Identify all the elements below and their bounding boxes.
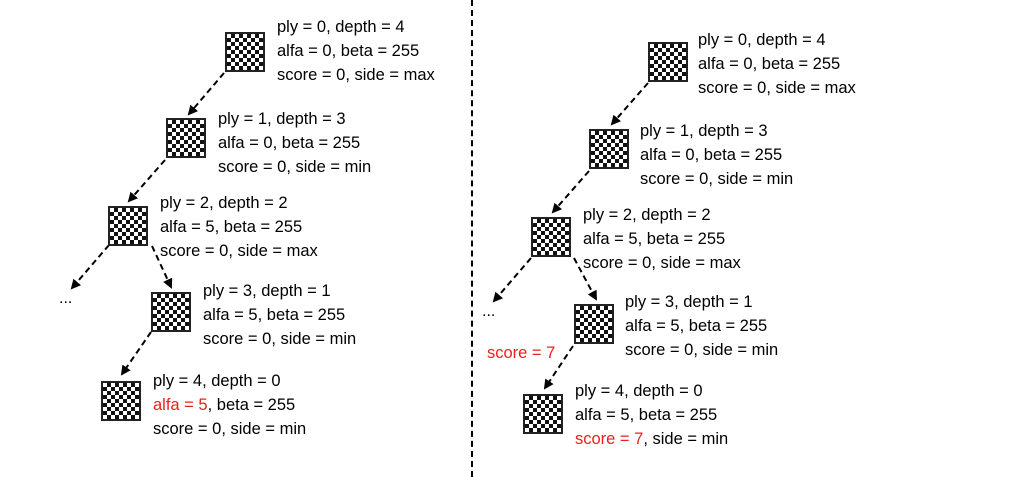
chessboard-icon <box>531 217 571 257</box>
chessboard-icon <box>101 381 141 421</box>
left-node-3-label: ply = 3, depth = 1 alfa = 5, beta = 255 … <box>203 279 356 351</box>
alfa-text: alfa = 5 <box>203 306 258 324</box>
chessboard-icon <box>589 129 629 169</box>
left-node-4-label: ply = 4, depth = 0 alfa = 5, beta = 255 … <box>153 369 306 441</box>
side-text: , side = min <box>286 158 372 176</box>
beta-text: , beta = 255 <box>257 306 346 324</box>
score-text: score = 0 <box>583 254 652 272</box>
side-text: , side = max <box>345 66 435 84</box>
ply-depth-text: ply = 1, depth = 3 <box>218 110 346 128</box>
score-text: score = 0 <box>640 170 709 188</box>
chessboard-icon <box>574 304 614 344</box>
side-text: , side = min <box>271 330 357 348</box>
left-node-0-label: ply = 0, depth = 4 alfa = 0, beta = 255 … <box>277 15 435 87</box>
ply-depth-text: ply = 2, depth = 2 <box>583 206 711 224</box>
score-text: score = 0 <box>698 79 767 97</box>
score-text: score = 0 <box>153 420 222 438</box>
panel-divider <box>471 0 473 477</box>
right-edge-3-4 <box>543 345 574 390</box>
ellipsis: ... <box>59 290 73 307</box>
beta-text: , beta = 255 <box>752 55 841 73</box>
chessboard-icon <box>225 32 265 72</box>
ellipsis: ... <box>482 303 496 320</box>
right-node-3-label: ply = 3, depth = 1 alfa = 5, beta = 255 … <box>625 290 778 362</box>
beta-text: , beta = 255 <box>637 230 726 248</box>
right-node-1-label: ply = 1, depth = 3 alfa = 0, beta = 255 … <box>640 119 793 191</box>
alfa-text: alfa = 5 <box>583 230 638 248</box>
right-edge-2-3 <box>573 257 597 301</box>
alfa-text: alfa = 5 <box>625 317 680 335</box>
ply-depth-text: ply = 2, depth = 2 <box>160 194 288 212</box>
chessboard-icon <box>108 206 148 246</box>
right-edge-1-2 <box>551 170 590 214</box>
side-text: , side = min <box>221 420 307 438</box>
side-text: , side = min <box>693 341 779 359</box>
left-edge-3-4 <box>120 331 152 376</box>
beta-text: , beta = 255 <box>214 218 303 236</box>
left-edge-1-2 <box>127 159 166 203</box>
chessboard-icon <box>151 292 191 332</box>
alfa-text: alfa = 5 <box>575 406 630 424</box>
score-text-highlighted: score = 7 <box>575 430 644 448</box>
alfa-text: alfa = 0 <box>277 42 332 60</box>
beta-text: , beta = 255 <box>272 134 361 152</box>
ply-depth-text: ply = 1, depth = 3 <box>640 122 768 140</box>
score-text: score = 0 <box>218 158 287 176</box>
left-edge-0-1 <box>187 72 225 116</box>
score-text: score = 0 <box>203 330 272 348</box>
beta-text: , beta = 255 <box>207 396 296 414</box>
ply-depth-text: ply = 4, depth = 0 <box>153 372 281 390</box>
ply-depth-text: ply = 0, depth = 4 <box>698 31 826 49</box>
side-text: , side = max <box>651 254 741 272</box>
alfa-text: alfa = 0 <box>640 146 695 164</box>
ply-depth-text: ply = 0, depth = 4 <box>277 18 405 36</box>
side-text: , side = max <box>228 242 318 260</box>
alfa-text: alfa = 5 <box>160 218 215 236</box>
chessboard-icon <box>648 42 688 82</box>
right-node-0-label: ply = 0, depth = 4 alfa = 0, beta = 255 … <box>698 28 856 100</box>
score-text: score = 0 <box>625 341 694 359</box>
side-text: , side = min <box>708 170 794 188</box>
beta-text: , beta = 255 <box>679 317 768 335</box>
left-node-1-label: ply = 1, depth = 3 alfa = 0, beta = 255 … <box>218 107 371 179</box>
chessboard-icon <box>523 394 563 434</box>
left-edge-2-ellipsis <box>70 244 110 290</box>
returned-score-label: score = 7 <box>487 344 556 362</box>
alfa-text: alfa = 0 <box>218 134 273 152</box>
score-text: score = 0 <box>160 242 229 260</box>
score-text: score = 0 <box>277 66 346 84</box>
beta-text: , beta = 255 <box>331 42 420 60</box>
alfa-text-highlighted: alfa = 5 <box>153 396 208 414</box>
left-edge-2-3 <box>151 245 173 289</box>
ply-depth-text: ply = 3, depth = 1 <box>203 282 331 300</box>
side-text: , side = max <box>766 79 856 97</box>
right-node-2-label: ply = 2, depth = 2 alfa = 5, beta = 255 … <box>583 203 741 275</box>
left-node-2-label: ply = 2, depth = 2 alfa = 5, beta = 255 … <box>160 191 318 263</box>
beta-text: , beta = 255 <box>694 146 783 164</box>
chessboard-icon <box>166 118 206 158</box>
right-edge-0-1 <box>610 82 649 126</box>
beta-text: , beta = 255 <box>629 406 718 424</box>
alfa-text: alfa = 0 <box>698 55 753 73</box>
right-edge-2-ellipsis <box>492 257 532 303</box>
ply-depth-text: ply = 3, depth = 1 <box>625 293 753 311</box>
side-text: , side = min <box>643 430 729 448</box>
right-node-4-label: ply = 4, depth = 0 alfa = 5, beta = 255 … <box>575 379 728 451</box>
ply-depth-text: ply = 4, depth = 0 <box>575 382 703 400</box>
